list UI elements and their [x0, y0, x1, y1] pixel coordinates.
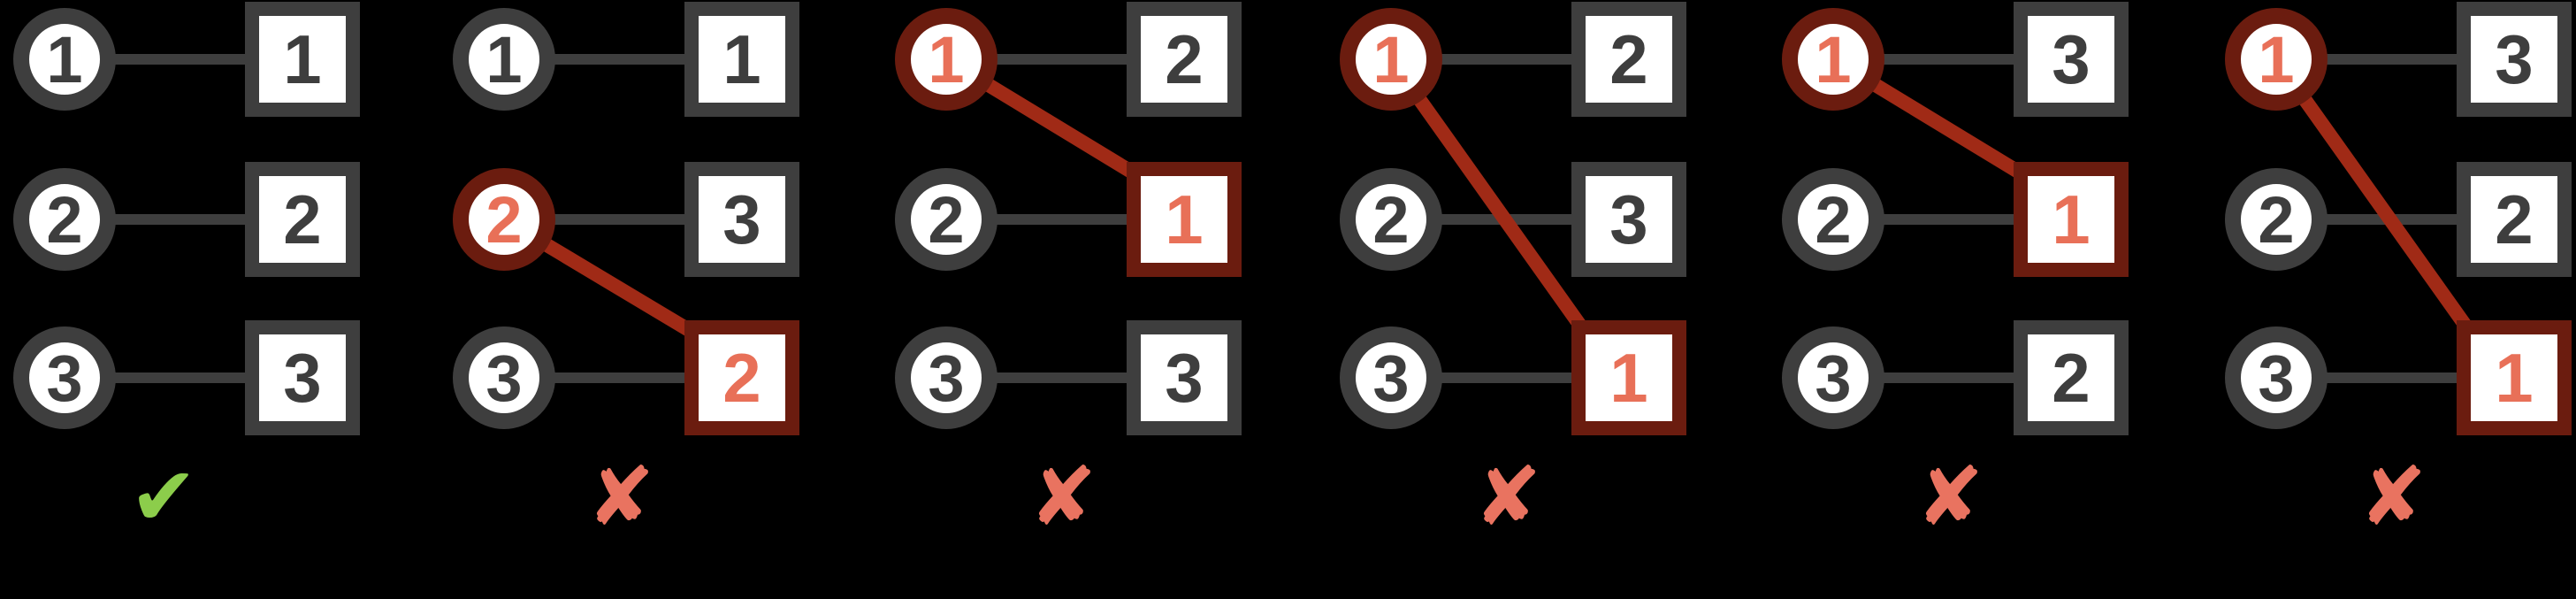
square-node: 3: [1571, 162, 1686, 277]
square-node: 2: [1127, 2, 1242, 117]
square-node: 3: [245, 320, 360, 435]
matching-panel-3: 1 2 3 2 1 3 ✘: [882, 0, 1324, 599]
matching-panel-2: 1 2 3 1 3 2 ✘: [440, 0, 882, 599]
square-node: 1: [2457, 320, 2572, 435]
invalid-cross-icon: ✘: [586, 449, 655, 544]
circle-node: 2: [453, 168, 555, 271]
square-node: 2: [684, 320, 799, 435]
square-node: 3: [2457, 2, 2572, 117]
invalid-cross-icon: ✘: [1915, 449, 1984, 544]
square-node: 2: [1571, 2, 1686, 117]
valid-check-icon: ✔: [129, 449, 198, 544]
duplicate-assignment-line: [1385, 55, 1595, 342]
circle-node: 3: [13, 326, 116, 429]
circle-node: 3: [453, 326, 555, 429]
square-node: 1: [684, 2, 799, 117]
invalid-cross-icon: ✘: [1473, 449, 1542, 544]
circle-node: 3: [895, 326, 998, 429]
duplicate-assignment-line: [2270, 55, 2480, 342]
invalid-cross-icon: ✘: [2358, 449, 2427, 544]
circle-node: 2: [1782, 168, 1884, 271]
square-node: 2: [2457, 162, 2572, 277]
circle-node: 3: [1782, 326, 1884, 429]
circle-node: 1: [2225, 8, 2328, 111]
matching-panel-6: 1 2 3 3 2 1 ✘: [2212, 0, 2576, 599]
circle-node: 1: [1782, 8, 1884, 111]
circle-node: 1: [895, 8, 998, 111]
square-node: 3: [1127, 320, 1242, 435]
square-node: 1: [245, 2, 360, 117]
circle-node: 2: [1340, 168, 1442, 271]
circle-node: 2: [895, 168, 998, 271]
square-node: 1: [2014, 162, 2129, 277]
circle-node: 3: [2225, 326, 2328, 429]
circle-node: 2: [13, 168, 116, 271]
square-node: 1: [1571, 320, 1686, 435]
matching-panel-5: 1 2 3 3 1 2 ✘: [1769, 0, 2211, 599]
circle-node: 2: [2225, 168, 2328, 271]
invalid-cross-icon: ✘: [1028, 449, 1097, 544]
circle-node: 1: [453, 8, 555, 111]
square-node: 3: [684, 162, 799, 277]
matching-panel-4: 1 2 3 2 3 1 ✘: [1326, 0, 1769, 599]
circle-node: 3: [1340, 326, 1442, 429]
circle-node: 1: [13, 8, 116, 111]
circle-node: 1: [1340, 8, 1442, 111]
square-node: 1: [1127, 162, 1242, 277]
square-node: 2: [2014, 320, 2129, 435]
square-node: 2: [245, 162, 360, 277]
square-node: 3: [2014, 2, 2129, 117]
